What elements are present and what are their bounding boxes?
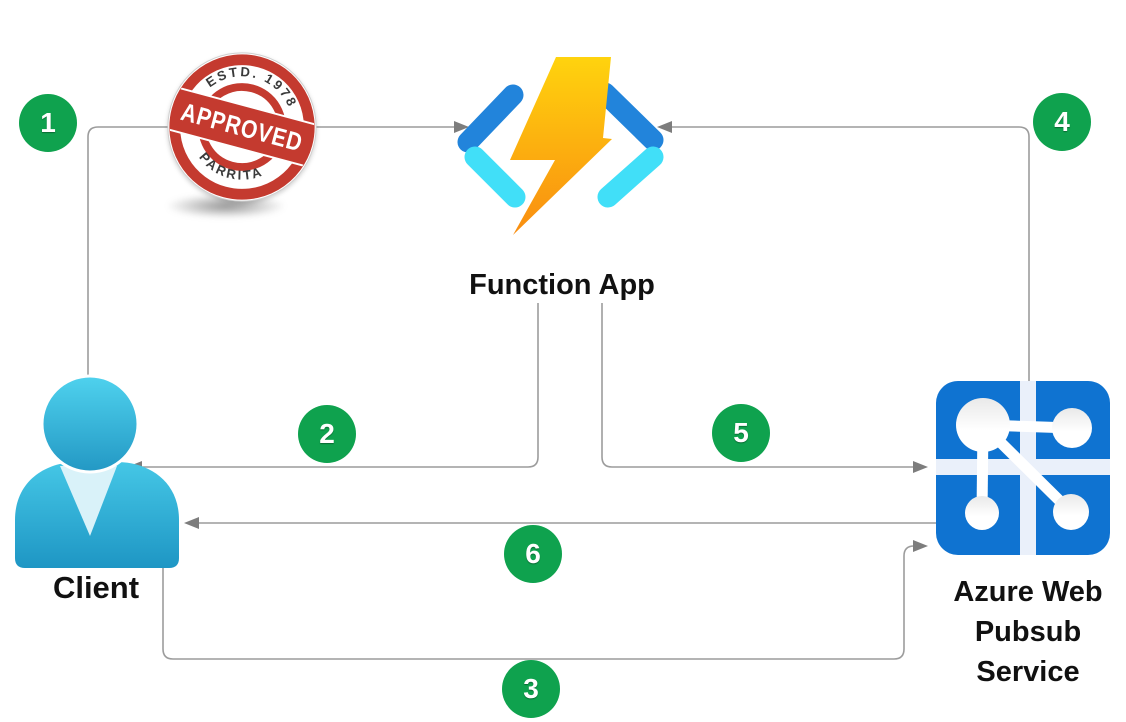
person-collar	[60, 466, 117, 536]
step-badge-3: 3	[502, 660, 560, 718]
arrowhead-into-functionapp-right	[657, 121, 672, 133]
wire-step5-functionapp-to-pubsub	[601, 303, 913, 468]
function-app-label: Function App	[469, 269, 655, 301]
step-badge-2: 2	[298, 405, 356, 463]
azure-web-pubsub-icon	[936, 381, 1110, 555]
pubsub-label-line2: Pubsub	[974, 616, 1082, 648]
step-badge-1: 1	[19, 94, 77, 152]
stamp-band	[164, 79, 320, 175]
arrowhead-into-pubsub-lower	[913, 540, 928, 552]
pubsub-node-large	[956, 398, 1010, 452]
person-head	[40, 374, 140, 474]
person-icon	[15, 374, 179, 568]
approved-stamp: ESTD. 1978 PARRITA APPROVED	[164, 49, 320, 205]
right-angle-bracket-icon	[594, 82, 664, 208]
azure-functions-icon	[457, 57, 664, 235]
pubsub-node-bottomright	[1053, 494, 1089, 530]
step-badge-4: 4	[1033, 93, 1091, 151]
pubsub-label-line1: Azure Web	[953, 576, 1103, 608]
arrowhead-into-pubsub-upper	[913, 461, 928, 473]
left-angle-bracket-icon	[457, 84, 526, 208]
arrowhead-into-functionapp-left	[454, 121, 469, 133]
pubsub-label: Azure Web Pubsub Service	[948, 572, 1108, 692]
pubsub-label-line3: Service	[976, 656, 1080, 688]
wire-step3-client-to-pubsub	[162, 545, 915, 660]
step-badge-5: 5	[712, 404, 770, 462]
step-badge-6: 6	[504, 525, 562, 583]
wire-step4-pubsub-to-functionapp	[671, 126, 1030, 381]
approved-stamp-icon: ESTD. 1978 PARRITA APPROVED	[164, 52, 320, 202]
lightning-bolt-icon	[510, 57, 612, 235]
wire-step2-functionapp-to-client	[141, 303, 539, 468]
pubsub-node-topright	[1052, 408, 1092, 448]
wire-step1-client-to-functionapp	[87, 126, 455, 378]
arrowhead-into-client-lower	[184, 517, 199, 529]
pubsub-node-bottomleft	[965, 496, 999, 530]
client-label: Client	[52, 570, 140, 605]
